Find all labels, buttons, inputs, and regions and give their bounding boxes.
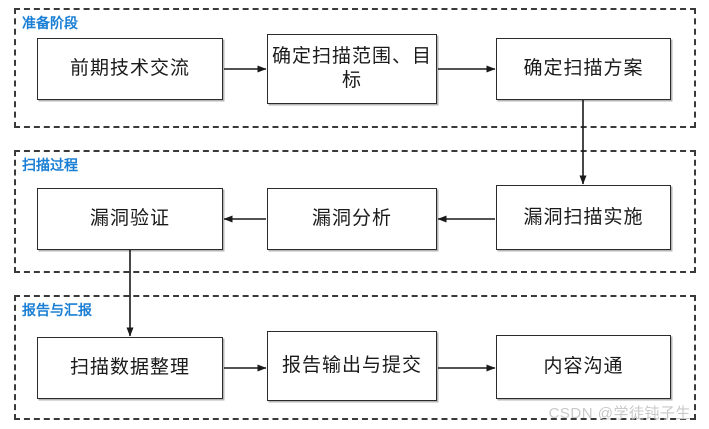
process-node-scan-data-organization[interactable]: 扫描数据整理 xyxy=(37,337,223,399)
process-node-content-communication[interactable]: 内容沟通 xyxy=(496,335,671,399)
group-container-prep xyxy=(14,8,696,128)
process-node-vulnerability-scan-execution[interactable]: 漏洞扫描实施 xyxy=(496,185,671,250)
group-container-scan xyxy=(14,150,696,273)
process-node-report-output-submission[interactable]: 报告输出与提交 xyxy=(267,331,437,401)
group-label-report: 报告与汇报 xyxy=(20,302,94,318)
process-node-define-scan-plan[interactable]: 确定扫描方案 xyxy=(496,38,671,100)
process-node-vulnerability-verification[interactable]: 漏洞验证 xyxy=(37,188,223,250)
process-node-prior-technical-exchange[interactable]: 前期技术交流 xyxy=(37,38,223,100)
process-node-vulnerability-analysis[interactable]: 漏洞分析 xyxy=(267,188,437,250)
group-label-scan: 扫描过程 xyxy=(20,157,80,173)
watermark-text: CSDN @学徒钝子生 xyxy=(548,405,691,422)
process-node-define-scan-scope-target[interactable]: 确定扫描范围、目标 xyxy=(267,34,437,104)
group-container-report xyxy=(14,295,696,420)
group-label-prep: 准备阶段 xyxy=(20,15,80,31)
